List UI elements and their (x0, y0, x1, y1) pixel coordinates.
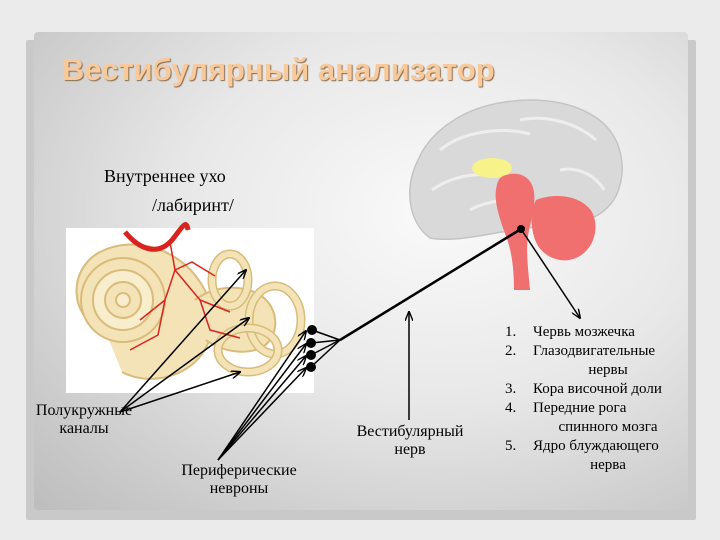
canals-label-line2: каналы (59, 420, 109, 437)
canals-arrows (119, 270, 249, 413)
target-item-text: Червь мозжечка (533, 324, 635, 340)
neurons-arrows (217, 331, 306, 461)
target-item-number: 1. (505, 324, 517, 340)
brain-illustration (409, 99, 623, 290)
target-item-number: 5. (505, 438, 517, 454)
target-item-1: 1. Червь мозжечка (505, 323, 683, 342)
target-item-text: Ядро блуждающего (533, 438, 659, 454)
target-item-text-cont: спинного мозга (558, 419, 658, 435)
canals-label: Полукружные каналы (22, 402, 146, 438)
inner-ear-illustration (75, 222, 306, 380)
thalamus-shape (472, 158, 512, 178)
neuron-fan-lines (310, 329, 341, 368)
inner-ear-label-line2: /лабиринт/ (152, 195, 234, 215)
nerve-label: Вестибулярный нерв (340, 423, 480, 459)
target-item-text: Передние рога (533, 400, 627, 416)
target-item-text-cont: нервы (588, 362, 628, 378)
target-arrow (520, 228, 580, 318)
target-item-2: 2. Глазодвигательные нервы (505, 342, 683, 380)
targets-list: 1. Червь мозжечка 2. Глазодвигательные н… (505, 323, 683, 475)
inner-ear-label-line1: Внутреннее ухо (104, 166, 226, 186)
target-item-number: 4. (505, 400, 517, 416)
neurons-label-line1: Периферические (181, 462, 297, 479)
target-item-number: 2. (505, 343, 517, 359)
target-item-3: 3. Кора височной доли (505, 380, 683, 399)
neurons-label: Периферические невроны (168, 462, 310, 498)
slide-title: Вестибулярный анализатор (62, 52, 495, 87)
cerebellum-shape (531, 196, 596, 261)
neurons-label-line2: невроны (209, 480, 269, 497)
target-item-number: 3. (505, 381, 517, 397)
target-item-5: 5. Ядро блуждающего нерва (505, 437, 683, 475)
target-item-4: 4. Передние рога спинного мозга (505, 399, 683, 437)
nerve-label-line2: нерв (394, 441, 426, 458)
target-item-text: Кора височной доли (533, 381, 662, 397)
nerve-label-line1: Вестибулярный (356, 423, 464, 440)
target-item-text-cont: нерва (590, 457, 626, 473)
target-item-text: Глазодвигательные (533, 343, 656, 359)
vestibular-nerve-line (339, 227, 522, 342)
canals-label-line1: Полукружные (35, 402, 133, 419)
